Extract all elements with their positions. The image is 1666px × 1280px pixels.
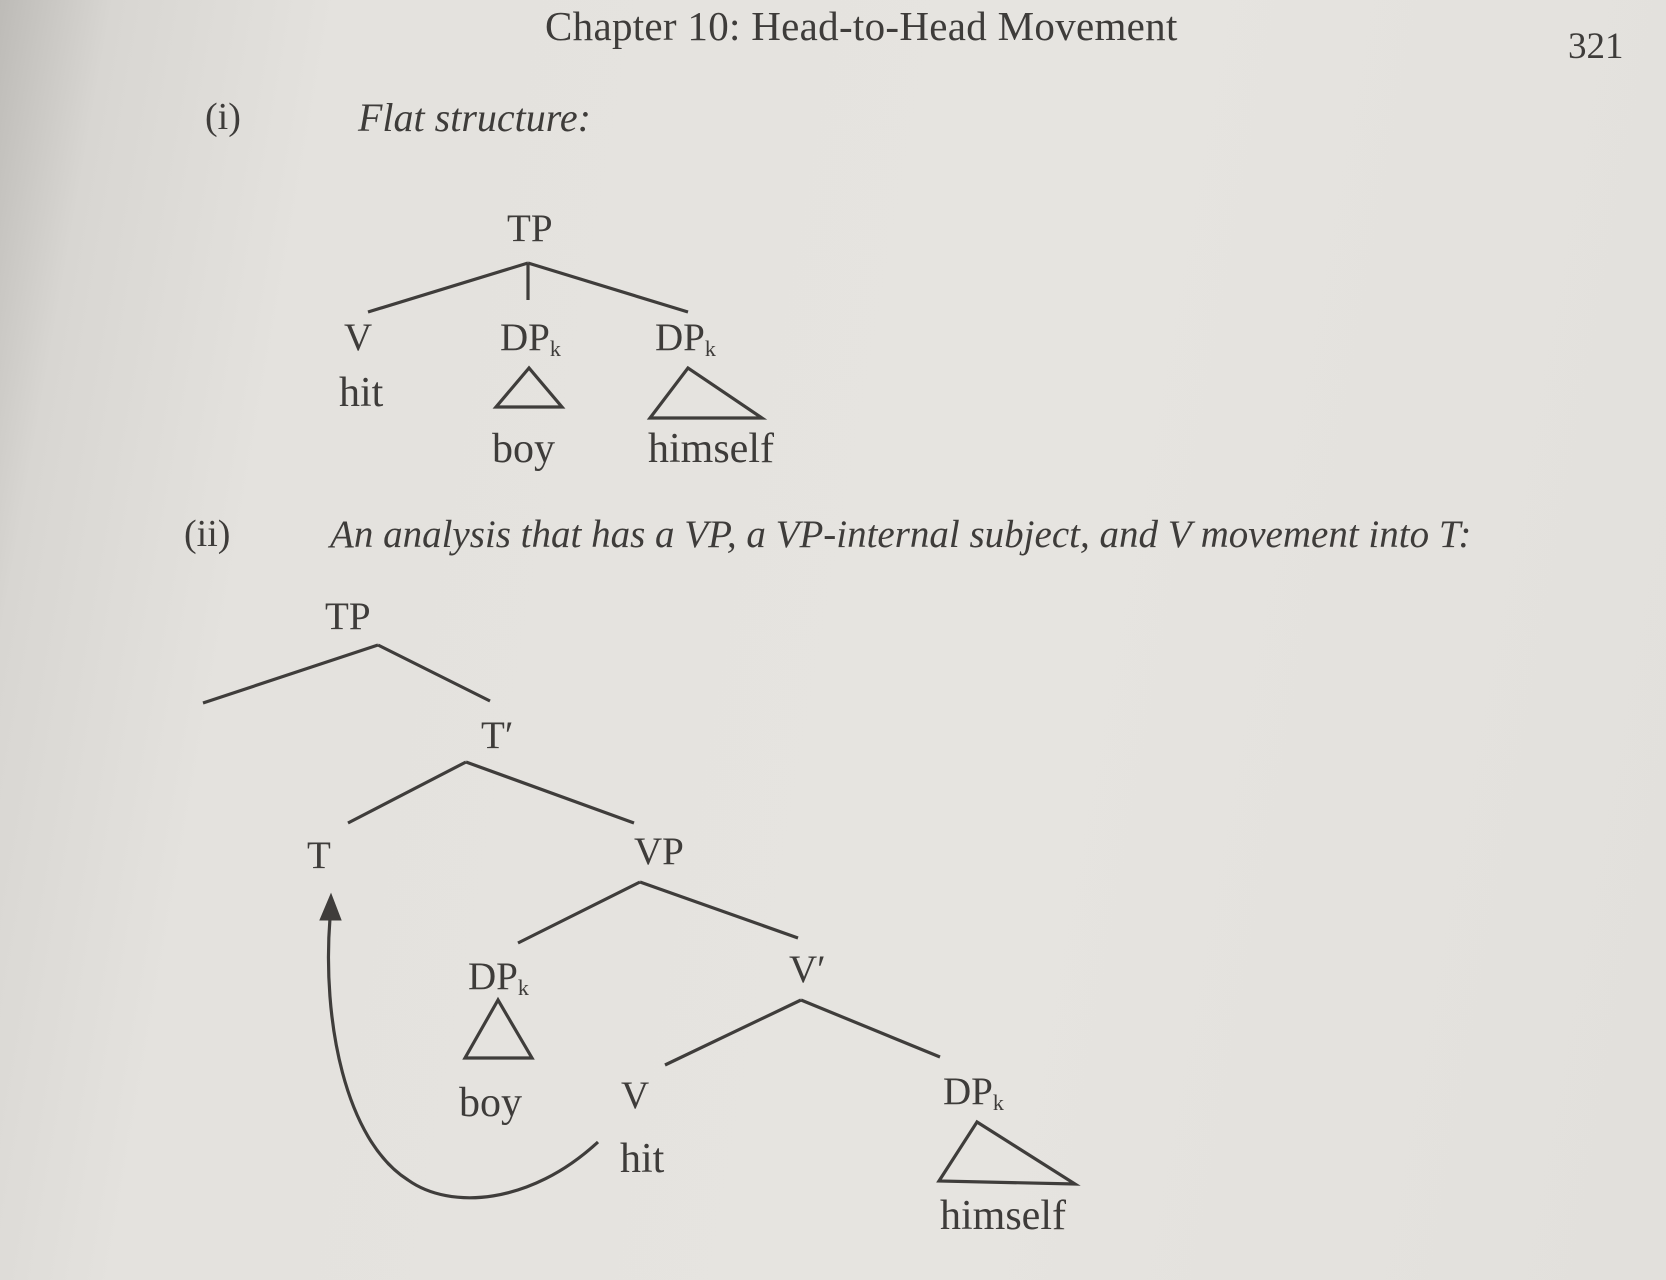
edge-tbar-t (347, 760, 467, 825)
tree-ii-vbar: V′ (789, 948, 826, 991)
edge-vp-dp (517, 880, 641, 945)
tree-ii-spec-dp-word: boy (459, 1080, 522, 1126)
tree-ii-spec-dp-label: DPk (468, 955, 529, 1000)
tree-ii-v-word: hit (620, 1136, 665, 1182)
arrowhead (319, 892, 342, 921)
tree-i-v-label: V (344, 316, 373, 359)
caption-i: Flat structure: (358, 95, 591, 140)
tree-ii-obj-dp-index: k (992, 1090, 1004, 1115)
tree-ii-obj-dp-word: himself (940, 1193, 1066, 1239)
movement-arrow-path (326, 917, 600, 1200)
tree-i-v-word: hit (339, 370, 384, 416)
triangle-boy-ii (462, 996, 535, 1060)
triangle-himself-ii (936, 1119, 1081, 1186)
example-number-i: (i) (205, 96, 241, 138)
example-number-ii: (ii) (184, 513, 231, 555)
edge-vbar-dp (800, 998, 941, 1059)
caption-ii: An analysis that has a VP, a VP-internal… (330, 513, 1472, 556)
tree-ii-v-label: V (621, 1074, 650, 1117)
tree-ii-spec-dp-index: k (517, 975, 529, 1000)
page-number: 321 (1568, 26, 1624, 67)
triangle-boy (492, 365, 566, 409)
triangle-himself (646, 365, 768, 420)
tree-ii-root: TP (325, 595, 371, 638)
edge-tbar-vp (465, 760, 635, 825)
tree-ii-t: T (307, 834, 331, 877)
edge-vbar-v (664, 998, 802, 1067)
tree-i-dp1-index: k (549, 336, 561, 361)
edge-tp-tbar (377, 643, 491, 703)
tree-ii-vp: VP (634, 830, 684, 873)
tree-ii-tbar: T′ (481, 714, 514, 757)
tree-i-dp1-label: DPk (500, 316, 561, 361)
tree-ii-obj-dp-label: DPk (943, 1070, 1004, 1115)
tree-i-dp2-index: k (704, 336, 716, 361)
edge-tp-dp2 (527, 261, 689, 314)
chapter-title: Chapter 10: Head-to-Head Movement (545, 3, 1178, 49)
edge-tp-v (367, 261, 529, 314)
edge-tp-spec (202, 643, 379, 705)
tree-i-dp2-word: himself (648, 426, 774, 472)
edge-vp-vbar (639, 880, 799, 940)
tree-i-dp1-word: boy (492, 426, 555, 472)
tree-i-dp2-label: DPk (655, 316, 716, 361)
tree-i-root: TP (507, 207, 553, 250)
